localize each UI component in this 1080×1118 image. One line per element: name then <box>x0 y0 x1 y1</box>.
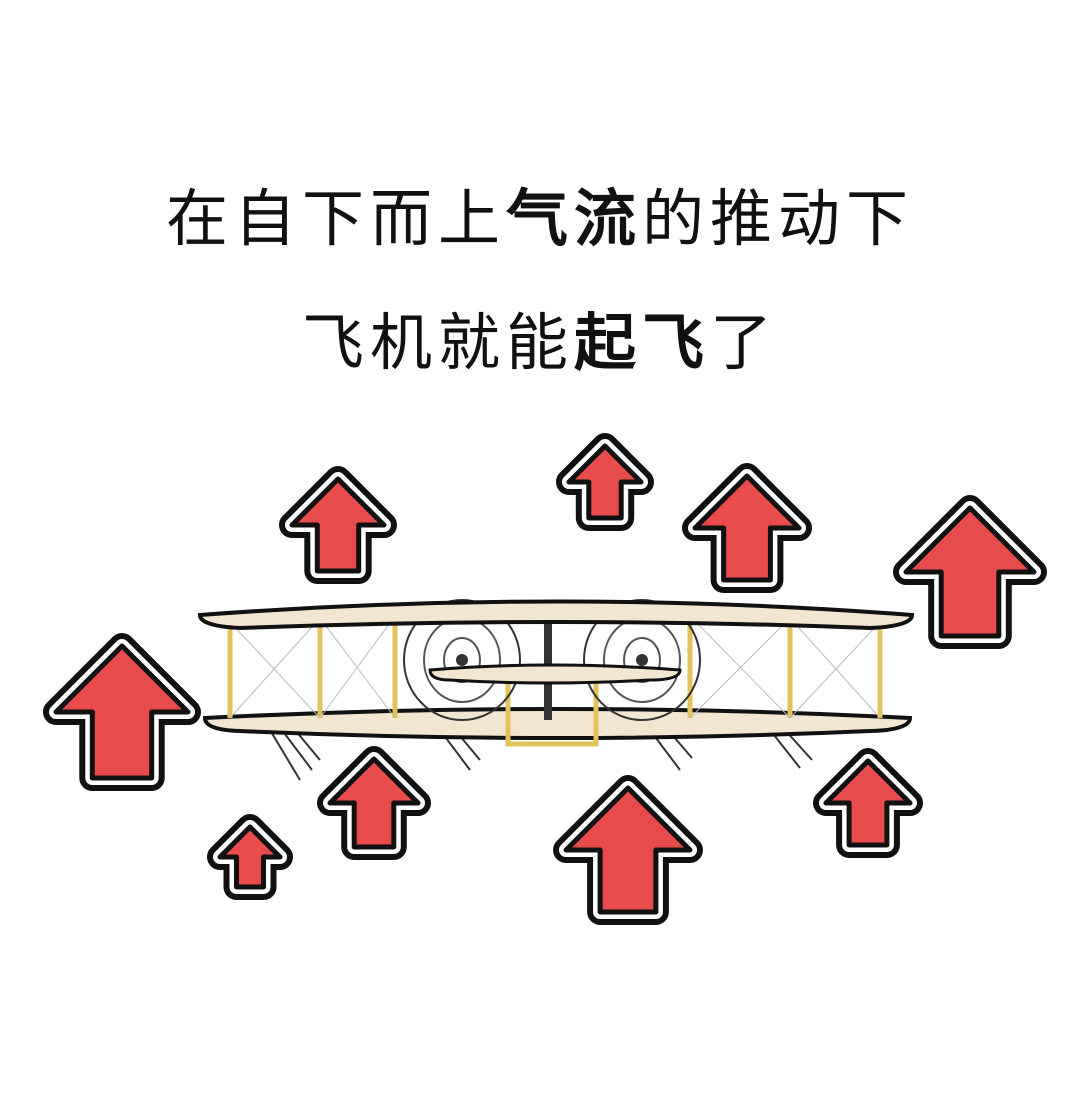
caption-highlight: 起飞 <box>573 306 710 379</box>
caption-text: 了 <box>710 306 779 379</box>
up-arrow-icon <box>566 788 690 912</box>
caption-text: 飞机就能 <box>301 306 574 379</box>
up-arrow-icon <box>695 476 799 580</box>
biplane-icon <box>197 599 915 781</box>
caption-line-2: 飞机就能起飞了 <box>0 312 1080 374</box>
caption-highlight: 气流 <box>505 182 642 255</box>
up-arrow-icon <box>906 508 1034 636</box>
caption-line-1: 在自下而上气流的推动下 <box>0 188 1080 250</box>
up-arrow-icon <box>56 646 188 778</box>
caption-text: 在自下而上 <box>165 182 506 255</box>
caption-text: 的推动下 <box>642 182 915 255</box>
